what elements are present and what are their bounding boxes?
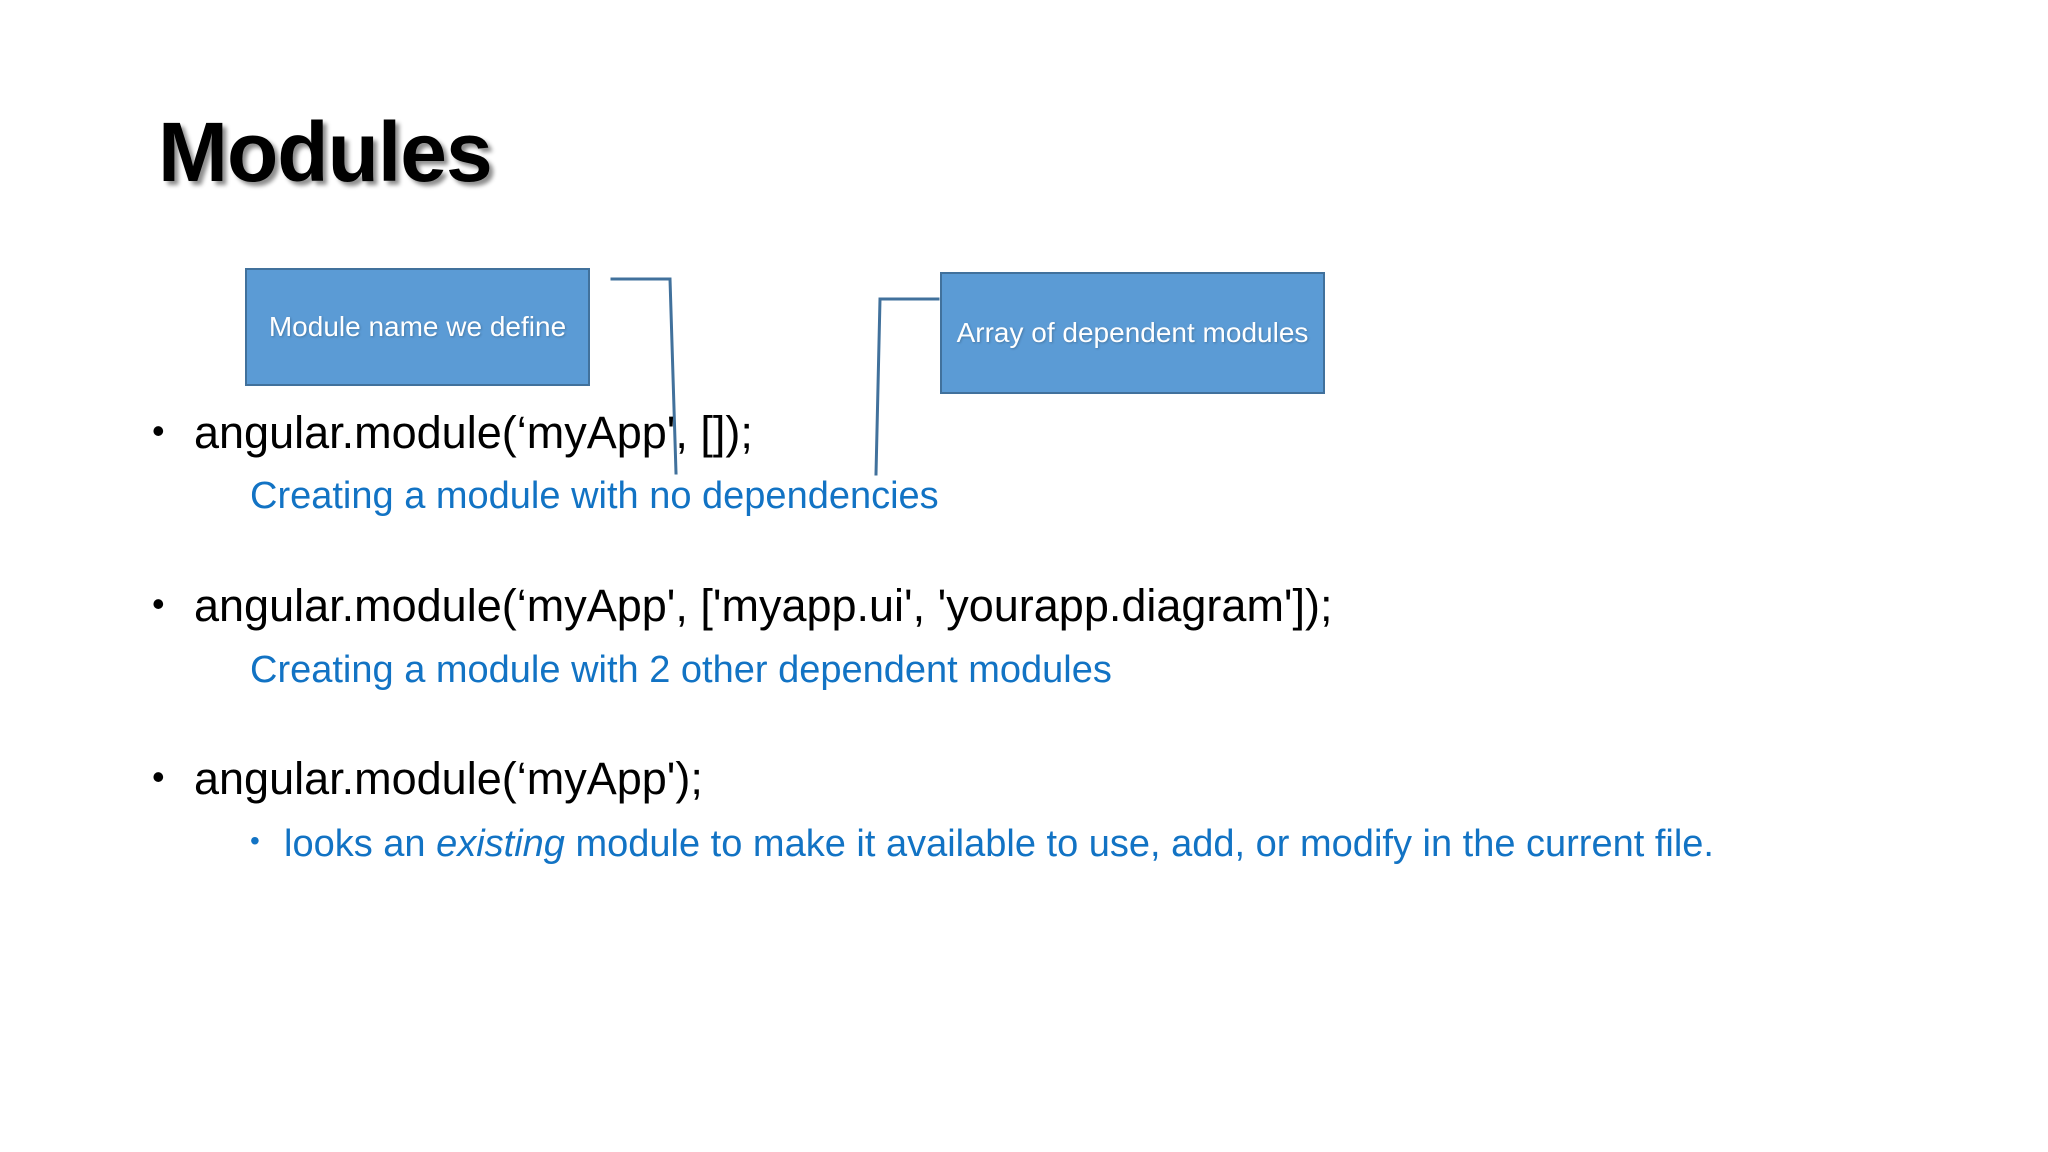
sub-text-after: module to make it available to use, add,… xyxy=(564,822,1714,865)
spacer xyxy=(152,692,1982,754)
list-item: • angular.module(‘myApp', []); xyxy=(152,407,1982,458)
callout-dependency-array-label: Array of dependent modules xyxy=(956,317,1309,349)
page-title: Modules xyxy=(158,105,493,199)
sub-list-item: • looks an existing module to make it av… xyxy=(250,821,1982,867)
bullet-marker-icon: • xyxy=(152,756,165,798)
callout-module-name: Module name we define xyxy=(245,268,590,386)
slide-body: • angular.module(‘myApp', []); Creating … xyxy=(152,407,1982,867)
sub-bullet-marker-icon: • xyxy=(250,824,260,856)
spacer xyxy=(152,519,1982,581)
spacer xyxy=(152,458,1982,474)
sub-text-before: looks an xyxy=(284,822,437,865)
callout-module-name-label: Module name we define xyxy=(268,311,567,343)
sub-list-item-text: looks an existing module to make it avai… xyxy=(284,821,1874,867)
list-item: • angular.module(‘myApp'); xyxy=(152,753,1982,805)
bullet-marker-icon: • xyxy=(152,410,165,451)
list-item-description: Creating a module with no dependencies xyxy=(250,475,939,518)
code-snippet: angular.module(‘myApp', ['myapp.ui', 'yo… xyxy=(194,580,1333,632)
sub-text-emphasis: existing xyxy=(436,822,565,865)
list-item: • angular.module(‘myApp', ['myapp.ui', '… xyxy=(152,580,1982,632)
callout-dependency-array: Array of dependent modules xyxy=(940,272,1325,394)
bullet-marker-icon: • xyxy=(152,583,165,625)
list-item-description: Creating a module with 2 other dependent… xyxy=(250,648,1112,691)
spacer xyxy=(152,805,1982,821)
code-snippet: angular.module(‘myApp'); xyxy=(194,753,703,805)
code-snippet: angular.module(‘myApp', []); xyxy=(194,407,753,458)
spacer xyxy=(152,632,1982,648)
